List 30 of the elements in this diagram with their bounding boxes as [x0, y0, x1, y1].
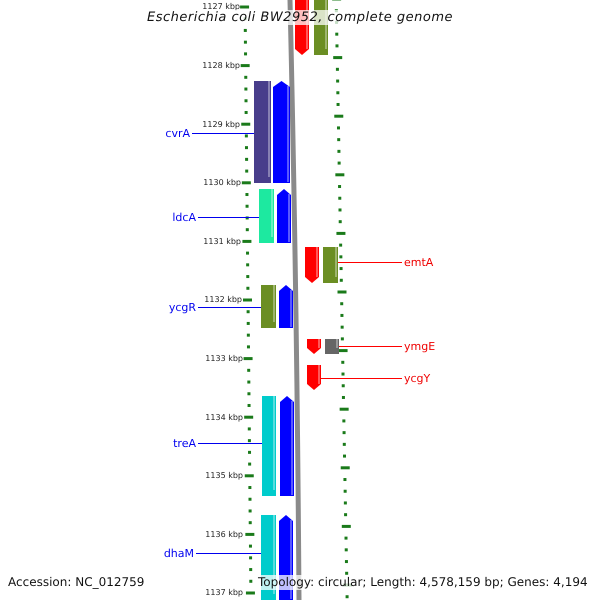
scale-label: 1134 kbp: [205, 413, 243, 423]
gene-label: ldcA: [172, 211, 196, 224]
scale-label: 1135 kbp: [205, 471, 243, 481]
scale-label: 1136 kbp: [205, 530, 243, 540]
leader-line: [196, 553, 262, 554]
diagram-title: Escherichia coli BW2952, complete genome: [147, 10, 453, 25]
scale-label: 1130 kbp: [203, 178, 241, 188]
leader-line: [198, 217, 260, 218]
leader-line: [320, 378, 402, 379]
scale-label: 1133 kbp: [205, 354, 243, 364]
scale-label: 1127 kbp: [202, 2, 240, 11]
gene-label: ymgE: [404, 340, 436, 353]
footer-text: Topology: circular; Length: 4,578,159 bp; Genes: 4,194: [258, 575, 588, 590]
gene-label: dhaM: [164, 547, 194, 560]
footer-text: Accession: NC_012759: [8, 575, 144, 590]
leader-line: [338, 262, 402, 263]
gene-label: treA: [173, 437, 196, 450]
scale-label: 1131 kbp: [203, 237, 241, 247]
leader-line: [198, 443, 262, 444]
gene-label: cvrA: [165, 127, 190, 140]
leader-line: [192, 133, 254, 134]
scale-label: 1128 kbp: [202, 61, 240, 71]
scale-label: 1137 kbp: [205, 588, 243, 598]
leader-line: [338, 346, 402, 347]
scale-label: 1129 kbp: [202, 120, 240, 130]
gene-label: emtA: [404, 256, 434, 269]
leader-line: [198, 307, 262, 308]
gene-label: ycgY: [404, 372, 430, 385]
gene-label: ycgR: [168, 301, 196, 314]
scale-label: 1132 kbp: [204, 295, 242, 305]
